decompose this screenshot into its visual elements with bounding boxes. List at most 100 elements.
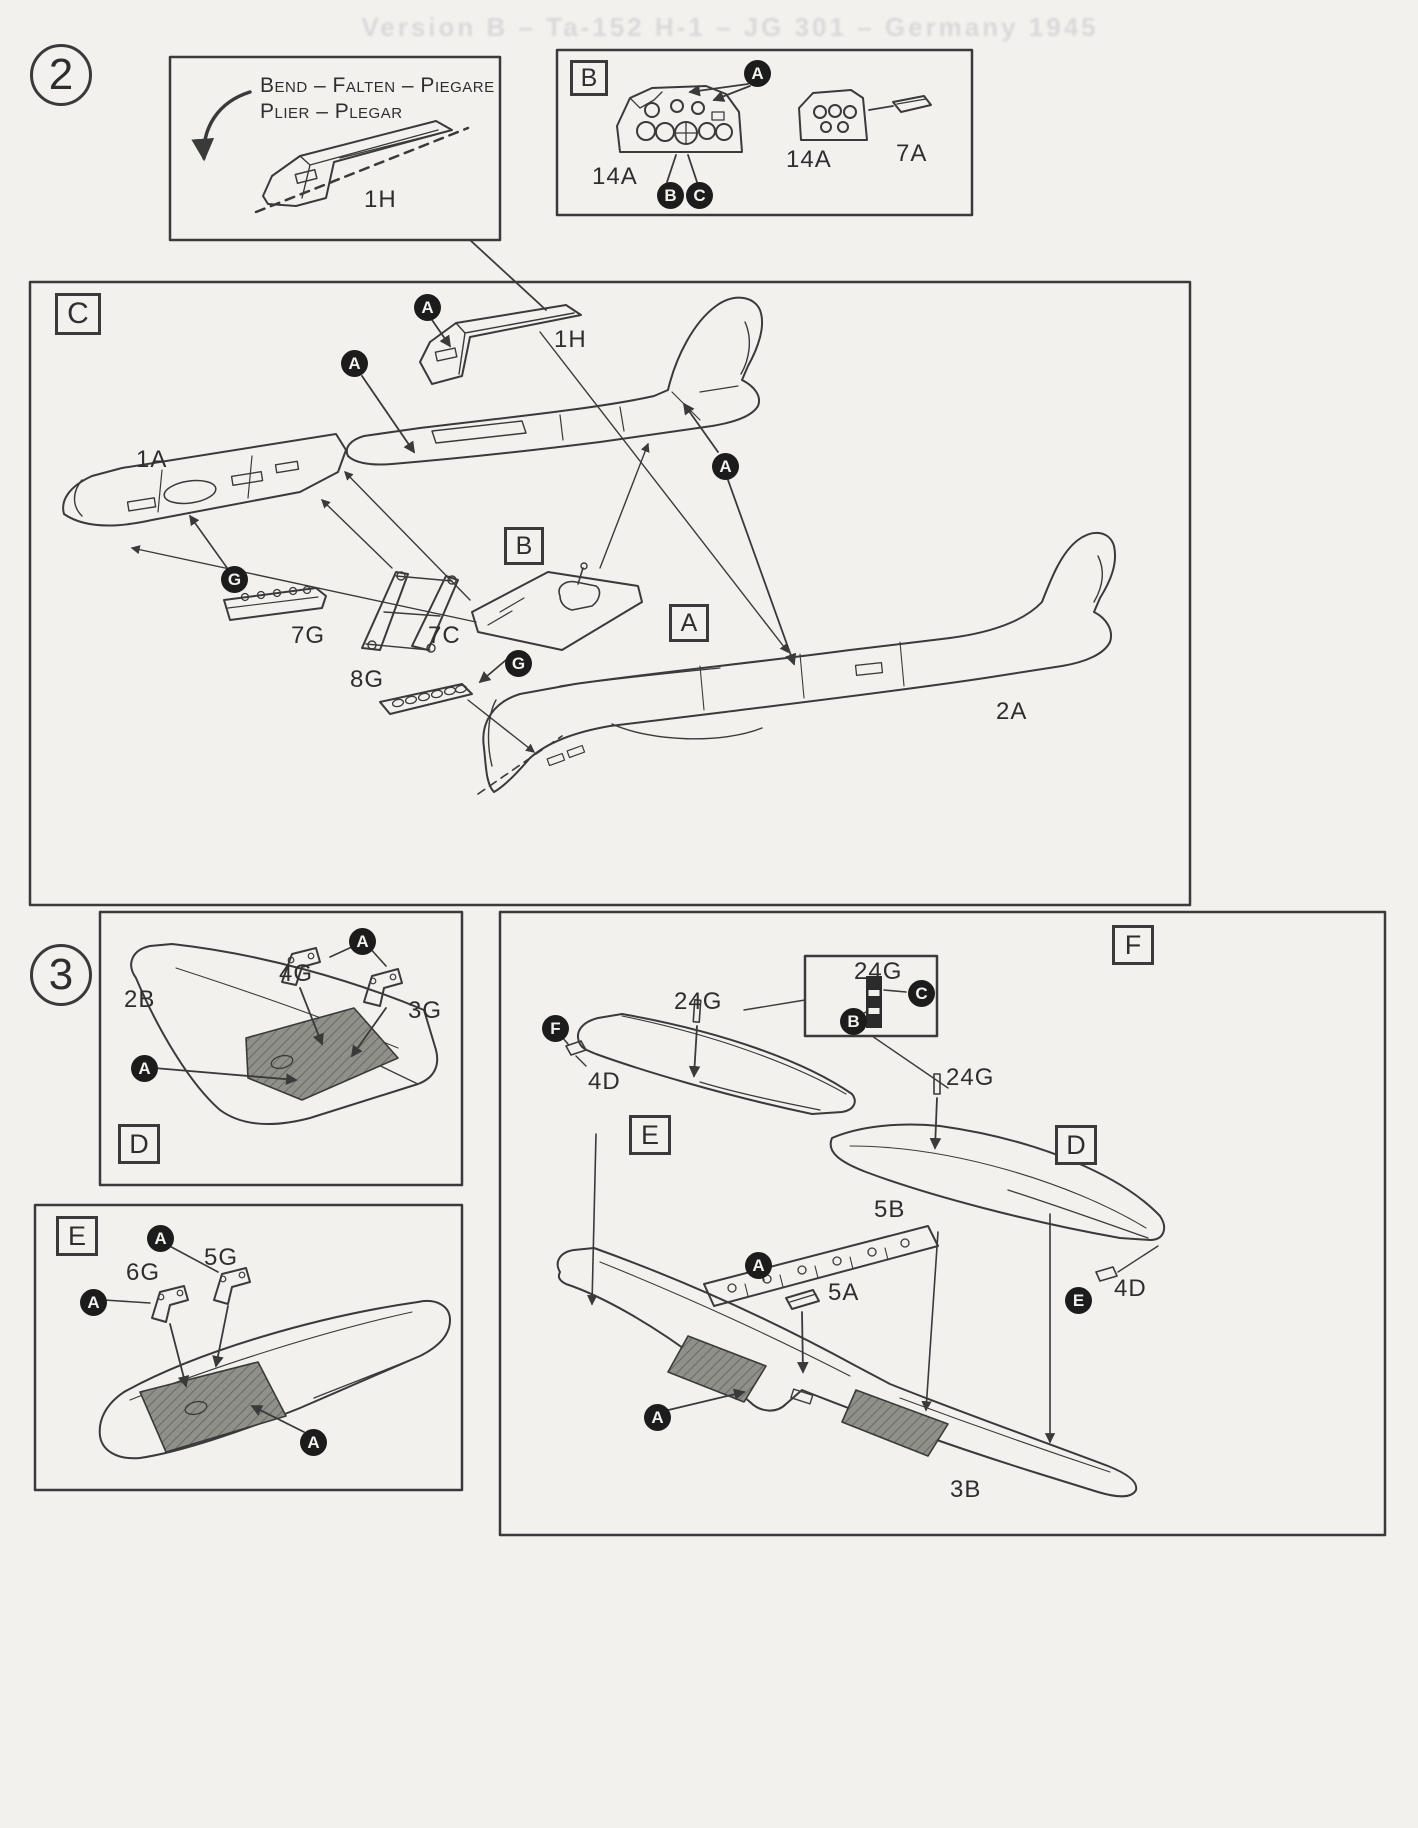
instrument-panel-14a-small	[798, 89, 868, 141]
part-label-3g: 3G	[408, 997, 443, 1024]
arrow-3g-to-wing	[350, 1007, 387, 1058]
bracket-3g-drawing	[363, 968, 403, 1007]
part-label-2a: 2A	[996, 698, 1028, 725]
leader-a3-down	[727, 479, 797, 666]
arrow-24g-right	[929, 1097, 942, 1150]
callout-c: C	[908, 980, 935, 1007]
part-1h-drawing-c	[419, 304, 582, 385]
leader-floor-to-fuselage	[599, 442, 650, 569]
fuselage-right-half-2a-drawing	[482, 531, 1116, 793]
bracket-6g-drawing	[151, 1285, 189, 1323]
pin-24g-right	[933, 1073, 941, 1095]
part-label-14a-right: 14A	[786, 146, 832, 173]
leader-7c-to-sidewall	[321, 499, 393, 569]
callout-b: B	[840, 1008, 867, 1035]
inset-24g-border	[803, 954, 939, 1038]
upper-wing-e-drawing	[577, 1013, 856, 1115]
leader-4d-left	[575, 1055, 587, 1067]
arrow-6g-to-wing	[169, 1323, 190, 1388]
panel-b-border	[555, 48, 974, 217]
arrow-a-to-wing-e	[250, 1405, 305, 1433]
callout-c: C	[686, 182, 713, 209]
fuselage-left-half-drawing	[345, 296, 764, 466]
callout-a: A	[745, 1252, 772, 1279]
leader-a-2	[688, 83, 749, 97]
panel-letter-d: D	[118, 1124, 160, 1164]
callout-a: A	[744, 60, 771, 87]
panel-letter-c: C	[55, 293, 101, 335]
leader-inset-to-1h	[469, 239, 547, 311]
part-8g-exhaust-drawing	[379, 683, 473, 715]
panel-letter-e-right: E	[629, 1115, 671, 1155]
part-5a-drawing	[785, 1289, 820, 1310]
leader-inset-to-right-wing	[871, 1035, 949, 1089]
part-label-5b: 5B	[874, 1196, 906, 1223]
panel-d-border	[98, 910, 464, 1187]
part-label-24g-inset: 24G	[854, 958, 903, 985]
callout-a: A	[414, 294, 441, 321]
panel-e-art	[98, 1241, 451, 1460]
panel-letter-e: E	[56, 1216, 98, 1256]
fold-line	[254, 126, 470, 214]
callout-a: A	[341, 350, 368, 377]
panel-c-border	[28, 280, 1192, 907]
callout-e: E	[1065, 1287, 1092, 1314]
arrow-5a-to-3b	[796, 1311, 809, 1374]
bend-arrow	[191, 90, 252, 162]
panel-def-border	[498, 910, 1387, 1537]
upper-wing-d-drawing	[829, 1123, 1166, 1241]
leader-4d-right	[1117, 1245, 1159, 1273]
part-7g-drawing	[223, 585, 327, 621]
part-label-3b: 3B	[950, 1476, 982, 1503]
bend-instruction-line-1: Bend – Falten – Piegare	[260, 74, 495, 97]
part-label-14a-left: 14A	[592, 163, 638, 190]
leader-a-to-1h	[431, 319, 451, 348]
arrow-a-to-wing	[153, 1067, 298, 1085]
spar-5b-drawing	[703, 1225, 939, 1307]
pin-24g-left	[692, 999, 702, 1023]
step-2-number: 2	[30, 44, 92, 106]
arrow-5g-to-wing	[212, 1305, 229, 1368]
panel-letter-b: B	[570, 60, 608, 96]
callout-f: F	[542, 1015, 569, 1042]
arrow-wing-e-to-3b	[587, 1133, 598, 1306]
instrument-panel-14a-large	[616, 85, 743, 153]
bleedthrough-text: Version B – Ta-152 H-1 – JG 301 – German…	[361, 12, 1099, 42]
step-3-number: 3	[30, 944, 92, 1006]
leader-8g-to-nose	[467, 699, 536, 753]
callout-a: A	[300, 1429, 327, 1456]
part-label-8g: 8G	[350, 666, 385, 693]
leader-inset-to-left-wing	[743, 999, 806, 1011]
panel-b-art	[616, 83, 932, 183]
leader-b	[666, 154, 677, 183]
callout-g: G	[505, 650, 532, 677]
leader-a-to-fuselage	[361, 375, 415, 454]
panel-letter-a-inner: A	[669, 604, 709, 642]
bracket-4g-drawing	[281, 947, 321, 986]
part-4d-right-drawing	[1095, 1266, 1118, 1282]
callout-a: A	[80, 1289, 107, 1316]
part-label-5a: 5A	[828, 1279, 860, 1306]
lower-wing-3b-drawing	[556, 1247, 1138, 1498]
part-label-5g: 5G	[204, 1244, 239, 1271]
part-1a-sidewall-drawing	[62, 433, 347, 527]
arrow-24g-left	[688, 1025, 701, 1078]
part-label-6g: 6G	[126, 1259, 161, 1286]
leader-c-to-strip	[883, 989, 907, 993]
arrow-a-to-3b	[659, 1388, 746, 1413]
leader-floor-to-sidewall	[344, 471, 471, 601]
callout-b: B	[657, 182, 684, 209]
panel-letter-b-inner: B	[504, 527, 544, 565]
part-label-7c: 7C	[428, 622, 461, 649]
part-label-7a: 7A	[896, 140, 928, 167]
part-label-1a: 1A	[136, 446, 168, 473]
part-label-4d-left: 4D	[588, 1068, 621, 1095]
part-label-4g: 4G	[279, 960, 314, 987]
arrow-pin-to-3b	[921, 1231, 939, 1412]
leader-a3-up	[682, 402, 719, 453]
callout-a: A	[644, 1404, 671, 1431]
callout-a: A	[349, 928, 376, 955]
panel-e-border	[33, 1203, 464, 1492]
